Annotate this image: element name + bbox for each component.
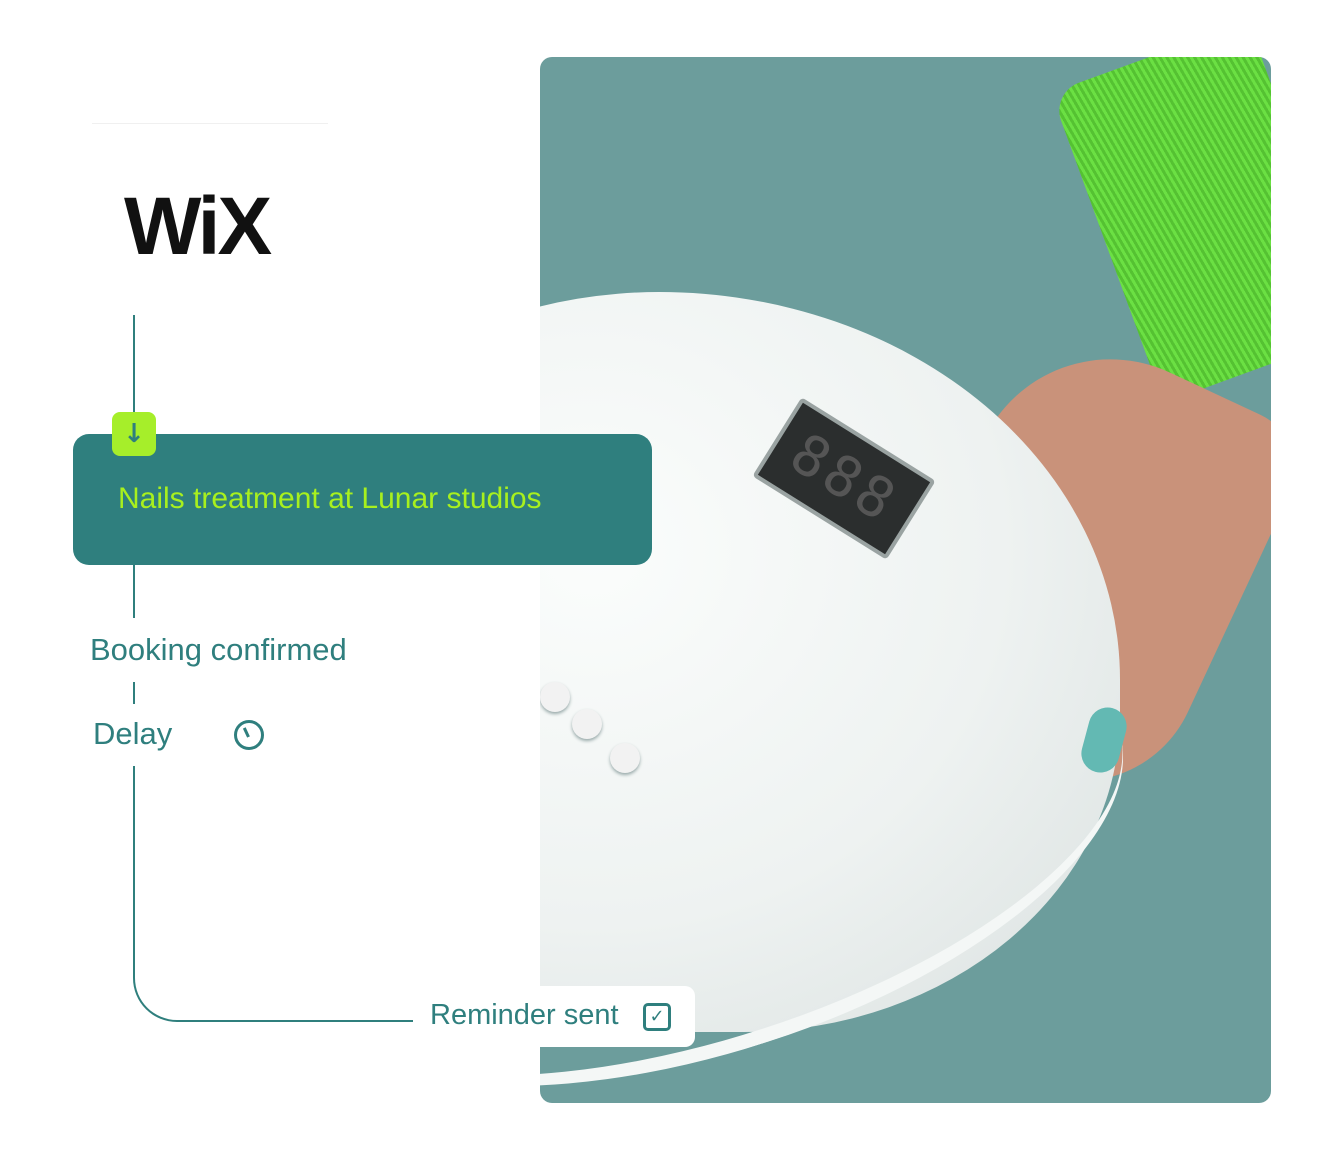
connector-line bbox=[133, 565, 135, 618]
connector-line bbox=[133, 766, 135, 906]
lamp-button bbox=[540, 682, 570, 712]
wix-logo: WiX bbox=[124, 181, 272, 272]
reminder-sent-chip: Reminder sent ✓ bbox=[413, 986, 695, 1047]
connector-curve bbox=[133, 900, 415, 1022]
connector-line bbox=[133, 315, 135, 415]
divider bbox=[92, 123, 328, 124]
hero-photo: 888 bbox=[540, 57, 1271, 1103]
checkbox-checked-icon: ✓ bbox=[643, 1003, 671, 1031]
step-booking-confirmed: Booking confirmed bbox=[90, 632, 347, 667]
trigger-card[interactable]: Nails treatment at Lunar studios bbox=[73, 434, 652, 565]
green-sleeve bbox=[1050, 57, 1271, 403]
step-reminder-sent: Reminder sent bbox=[430, 999, 619, 1031]
trigger-title: Nails treatment at Lunar studios bbox=[118, 482, 542, 515]
step-delay: Delay bbox=[93, 716, 173, 751]
clock-icon bbox=[234, 720, 264, 750]
lamp-button bbox=[610, 743, 640, 773]
arrow-down-icon: ↓ bbox=[112, 412, 156, 456]
lamp-button bbox=[572, 709, 602, 739]
connector-line bbox=[133, 682, 135, 704]
